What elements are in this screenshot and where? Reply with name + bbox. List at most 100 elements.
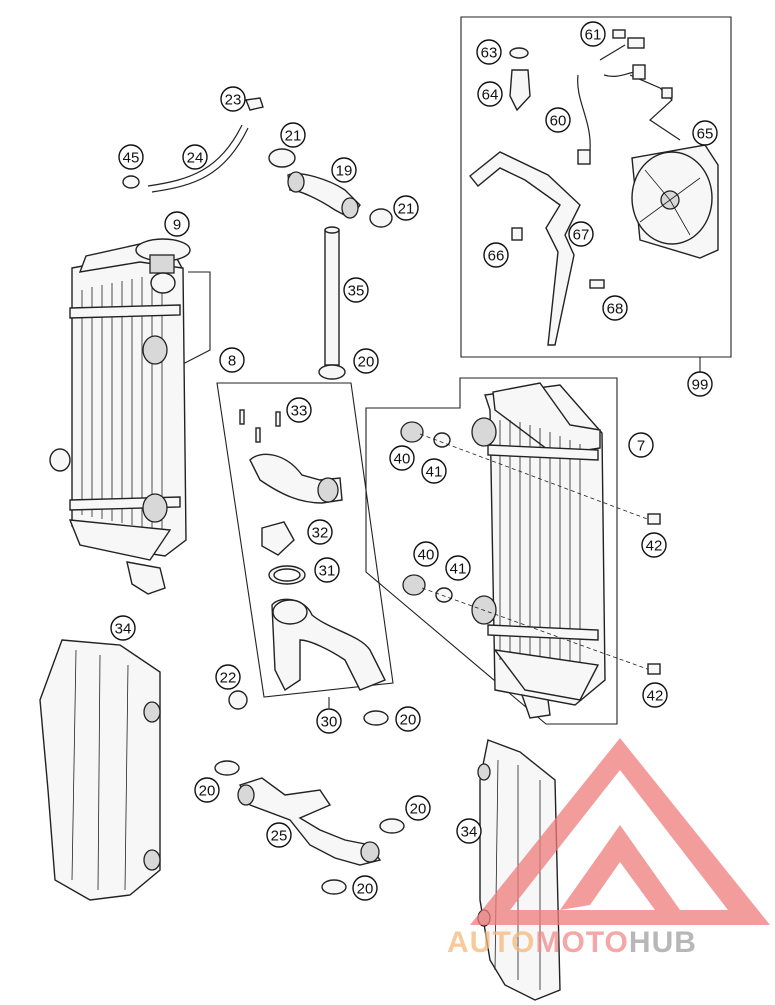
left-radiator-leader xyxy=(180,271,211,366)
callout-33: 33 xyxy=(286,397,312,423)
callout-label: 24 xyxy=(187,150,204,167)
callout-25: 25 xyxy=(266,822,292,848)
callout-41: 41 xyxy=(445,555,471,581)
callout-label: 25 xyxy=(271,828,288,845)
callout-label: 67 xyxy=(573,227,590,244)
callout-label: 20 xyxy=(410,801,427,818)
hose-clamp-20-left xyxy=(214,760,240,776)
callout-68: 68 xyxy=(602,295,628,321)
callout-67: 67 xyxy=(568,221,594,247)
callout-99: 99 xyxy=(687,371,713,397)
callout-circle xyxy=(280,122,306,148)
callout-label: 65 xyxy=(697,126,714,143)
callout-label: 23 xyxy=(225,92,242,109)
washer-41-lower xyxy=(435,587,453,603)
callout-label: 9 xyxy=(173,217,181,234)
callout-circle xyxy=(477,81,503,107)
right-radiator-frame xyxy=(365,377,618,725)
callout-circle xyxy=(692,120,718,146)
thermostat-kit-frame xyxy=(216,382,394,698)
callout-64: 64 xyxy=(477,81,503,107)
overflow-hose xyxy=(147,124,249,193)
callout-label: 42 xyxy=(646,538,663,555)
callout-circle xyxy=(545,107,571,133)
callout-circle xyxy=(220,86,246,112)
callout-circle xyxy=(568,221,594,247)
callout-circle xyxy=(445,555,471,581)
callout-circle xyxy=(164,211,190,237)
callout-label: 64 xyxy=(482,87,499,104)
callout-circle xyxy=(642,682,668,708)
callout-65: 65 xyxy=(692,120,718,146)
callout-label: 99 xyxy=(692,377,709,394)
callout-label: 42 xyxy=(647,688,664,705)
hose-clamp-23 xyxy=(245,97,264,111)
callout-22: 22 xyxy=(215,664,241,690)
callout-21: 21 xyxy=(393,195,419,221)
lower-radiator-hose xyxy=(237,777,382,866)
coolant-pipe xyxy=(324,226,340,366)
callout-label: 21 xyxy=(398,201,415,218)
callout-34: 34 xyxy=(110,615,136,641)
callout-label: 33 xyxy=(291,403,308,420)
callout-label: 40 xyxy=(394,451,411,468)
callout-label: 40 xyxy=(418,547,435,564)
callout-circle xyxy=(215,664,241,690)
callout-32: 32 xyxy=(307,519,333,545)
callout-31: 31 xyxy=(314,557,340,583)
callout-circle xyxy=(395,706,421,732)
watermark-auto-text: AUTOMOTOHUB xyxy=(447,926,697,959)
callout-35: 35 xyxy=(343,277,369,303)
callout-23: 23 xyxy=(220,86,246,112)
callout-circle xyxy=(110,615,136,641)
radiator-spoiler-left xyxy=(39,639,161,901)
callout-label: 20 xyxy=(357,881,374,898)
fan-kit-frame xyxy=(460,16,732,358)
callout-63: 63 xyxy=(476,39,502,65)
hose-clamp-20-right xyxy=(379,818,405,834)
watermark-triangle-icon xyxy=(470,738,770,925)
callout-42: 42 xyxy=(641,532,667,558)
callout-circle xyxy=(182,144,208,170)
callout-20: 20 xyxy=(352,875,378,901)
callout-circle xyxy=(580,21,606,47)
hose-clamp-20-top xyxy=(318,364,346,380)
callout-circle xyxy=(628,432,654,458)
callout-circle xyxy=(118,144,144,170)
callout-20: 20 xyxy=(405,795,431,821)
fan-kit xyxy=(469,29,719,346)
callout-21: 21 xyxy=(280,122,306,148)
thermostat-kit xyxy=(239,409,386,692)
callout-20: 20 xyxy=(353,348,379,374)
callout-40: 40 xyxy=(413,541,439,567)
callout-circle xyxy=(393,195,419,221)
callout-20: 20 xyxy=(395,706,421,732)
callout-label: 63 xyxy=(481,45,498,62)
callout-circle xyxy=(641,532,667,558)
callout-66: 66 xyxy=(483,242,509,268)
callout-20: 20 xyxy=(194,777,220,803)
hose-clamp-20-bottom xyxy=(321,879,347,895)
right-radiator xyxy=(471,382,606,719)
callout-45: 45 xyxy=(118,144,144,170)
callout-circle xyxy=(687,371,713,397)
callout-circle xyxy=(405,795,431,821)
hose-clamp-22 xyxy=(228,690,248,710)
callout-label: 35 xyxy=(348,283,365,300)
radiator-cap xyxy=(135,238,191,294)
callout-label: 32 xyxy=(312,525,329,542)
callout-label: 34 xyxy=(461,824,478,841)
callout-label: 8 xyxy=(228,353,236,370)
callout-circle xyxy=(413,541,439,567)
bolt-42-upper xyxy=(647,513,661,525)
callout-label: 20 xyxy=(400,712,417,729)
callout-label: 20 xyxy=(358,354,375,371)
callout-label: 41 xyxy=(450,561,467,578)
callout-circle xyxy=(456,818,482,844)
callout-circle xyxy=(286,397,312,423)
left-radiator xyxy=(49,243,187,595)
callout-circle xyxy=(476,39,502,65)
callout-label: 19 xyxy=(336,163,353,180)
callout-label: 60 xyxy=(550,113,567,130)
